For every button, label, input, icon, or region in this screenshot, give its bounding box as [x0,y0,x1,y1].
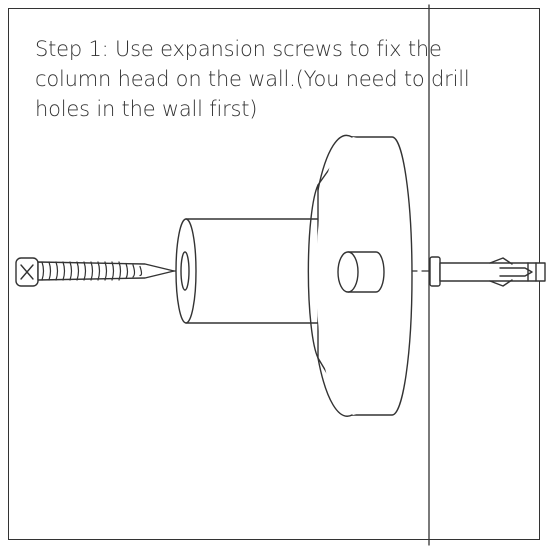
screw-thread [111,261,115,281]
step-instruction: Step 1: Use expansion screws to fix the … [35,37,470,121]
screw-thread [139,265,143,277]
phillips-screw-icon [15,257,175,287]
expansion-anchor-icon [429,256,546,287]
screw-thread [97,261,101,281]
screw-thread [132,264,136,278]
screw-thread [90,261,94,281]
screw-thread [48,261,52,281]
screw-thread [41,261,45,281]
screw-thread [69,261,73,281]
screw-thread [118,261,122,281]
column-head-icon [307,134,413,417]
screw-thread [125,262,129,280]
screw-thread [76,261,80,281]
screw-thread [104,261,108,281]
screw-thread [55,261,59,281]
screw-thread [83,261,87,281]
column-sleeve-icon [175,218,329,324]
screw-thread [62,261,66,281]
